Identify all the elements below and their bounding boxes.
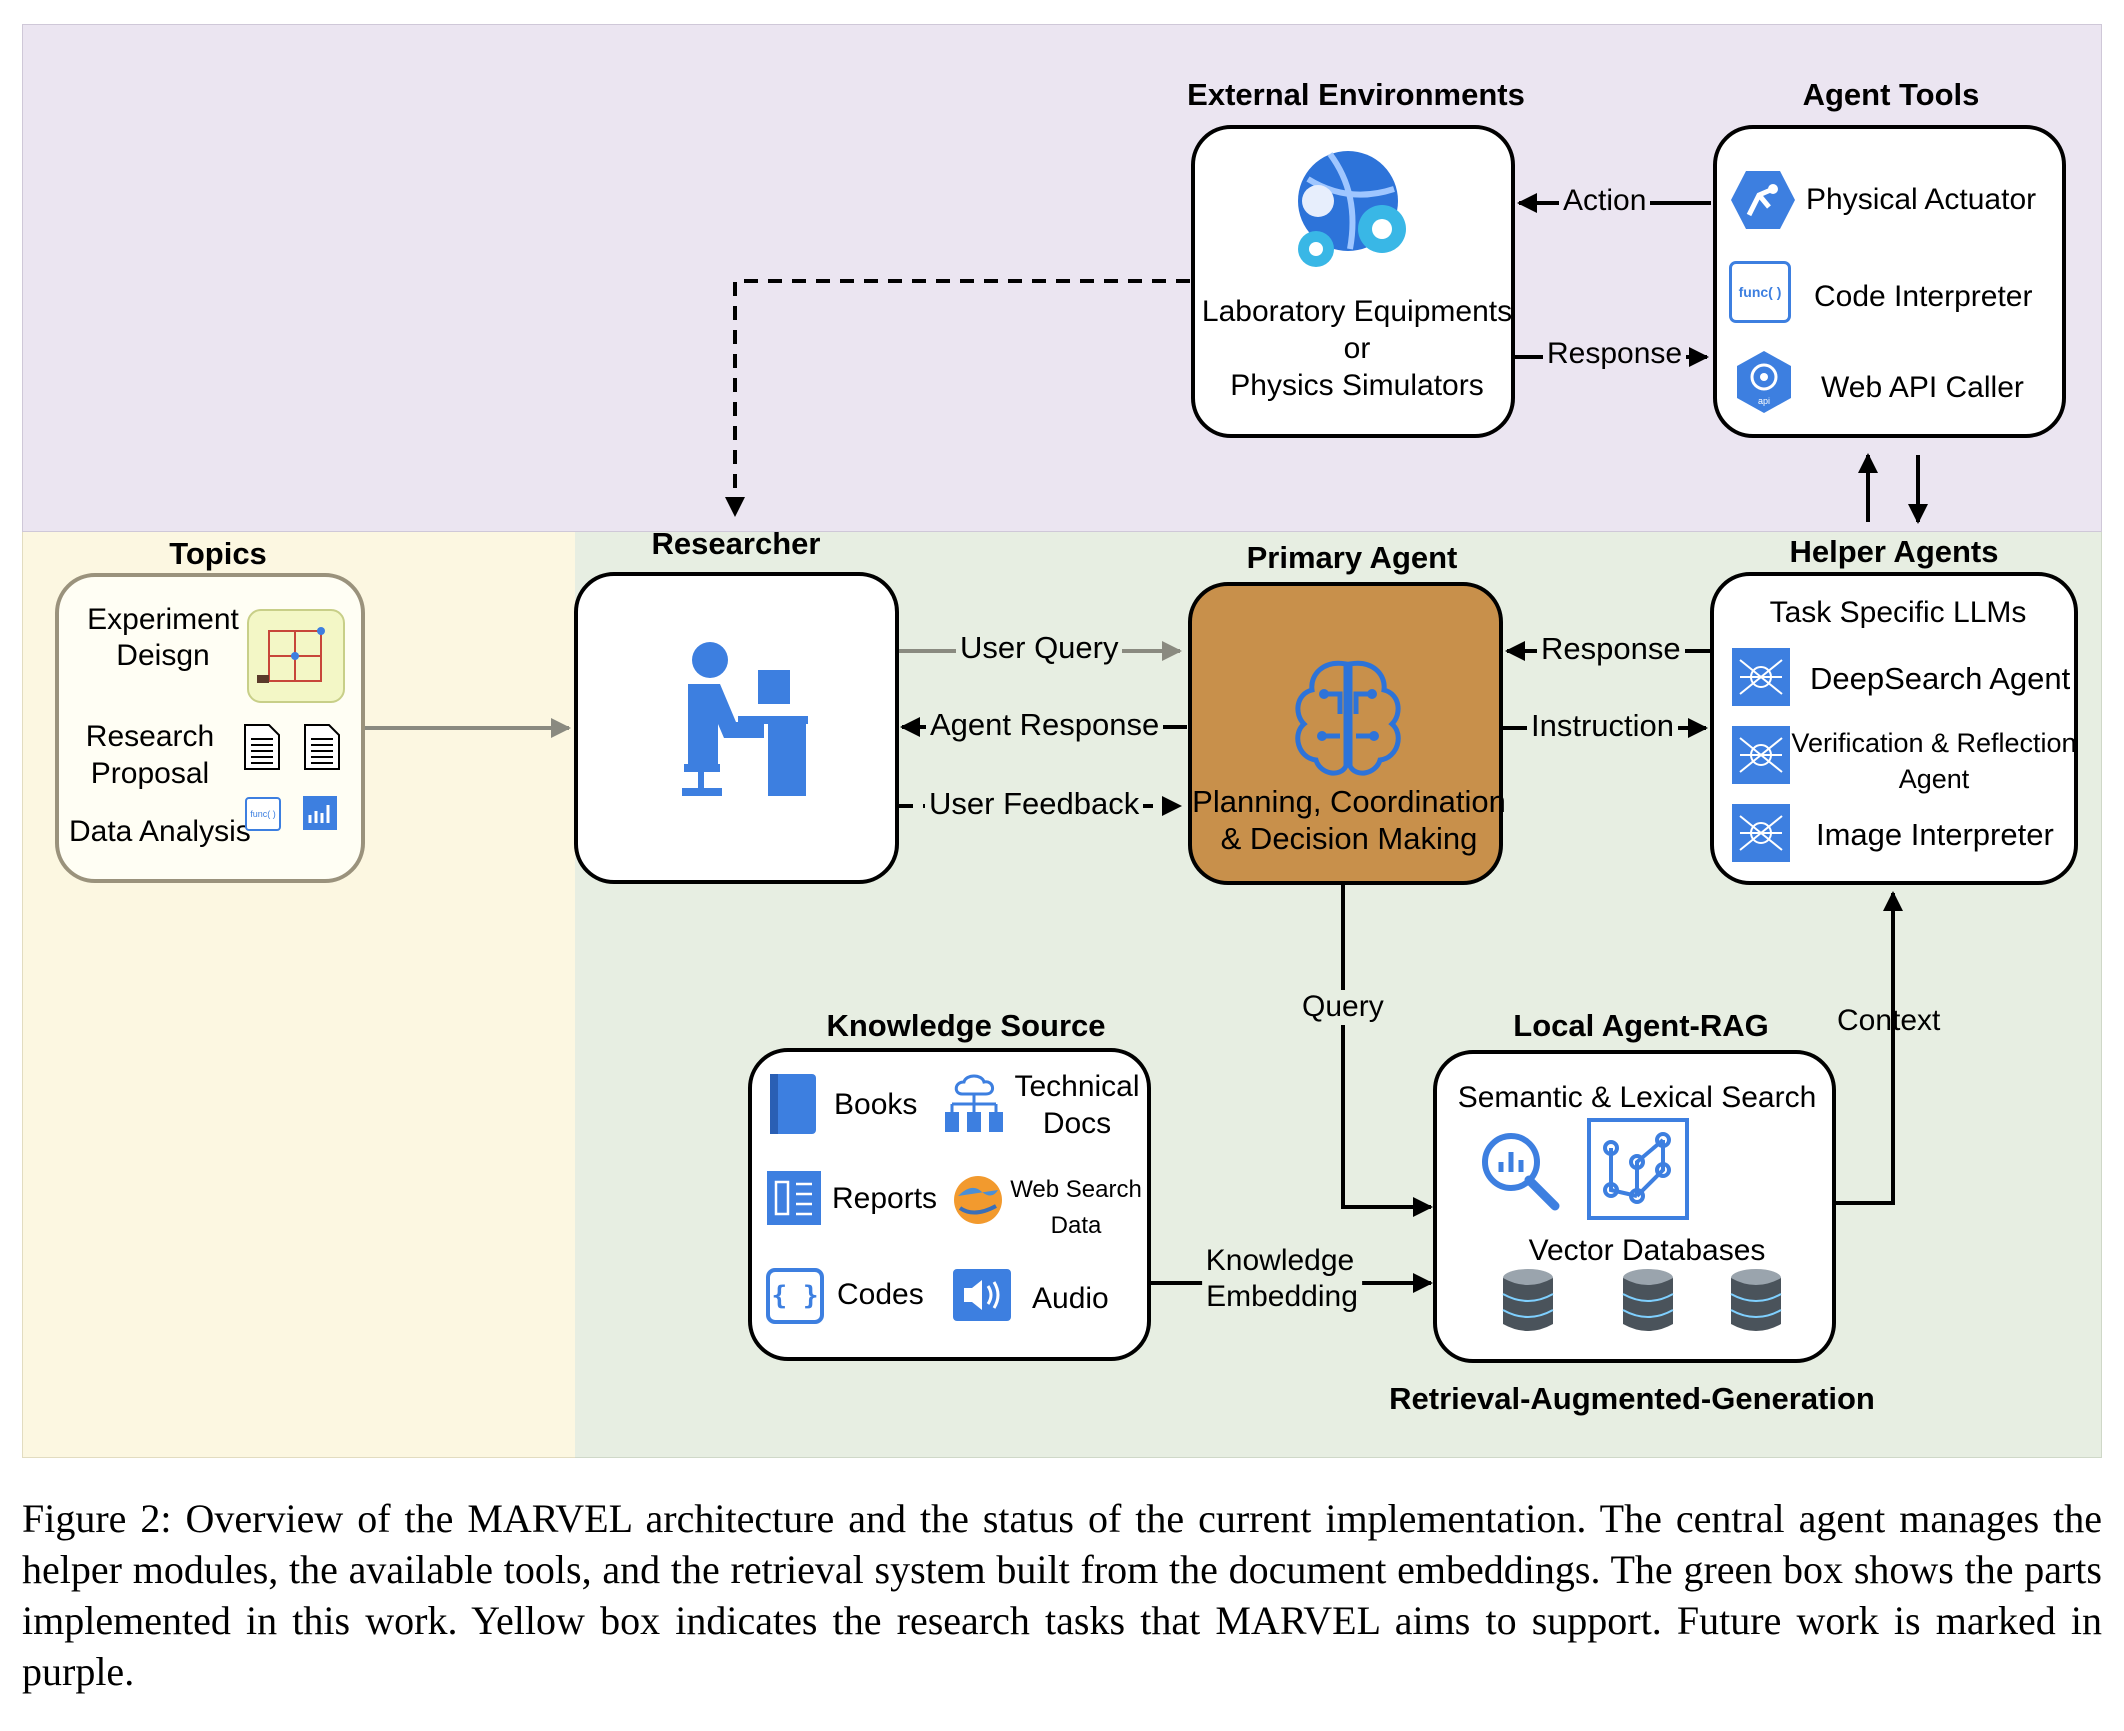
database-icon (1502, 1269, 1554, 1331)
helper-image-interpreter: Image Interpreter (1816, 817, 2054, 852)
primary-agent-box: Planning, Coordination & Decision Making (1188, 582, 1506, 885)
helper-agents-title: Helper Agents (1789, 534, 1999, 569)
knowledge-embedding-line1: Knowledge (1201, 1244, 1359, 1279)
globe-gears-icon (1298, 151, 1406, 267)
instruction-label: Instruction (1527, 708, 1679, 744)
ks-codes: Codes (837, 1278, 924, 1311)
cloud-network-icon (945, 1074, 1003, 1132)
researcher-box (574, 572, 899, 884)
tool-code-interpreter: Code Interpreter (1814, 280, 2033, 313)
primary-agent-line1: Planning, Coordination (1192, 784, 1506, 819)
code-braces-icon: { } (766, 1268, 824, 1324)
audio-icon (953, 1269, 1011, 1321)
ks-reports: Reports (832, 1182, 938, 1215)
topics-title: Topics (169, 536, 267, 571)
database-icon (1730, 1269, 1782, 1331)
knowledge-embedding-line2: Embedding (1202, 1280, 1362, 1315)
graph-network-icon (1587, 1118, 1689, 1220)
report-icon (767, 1171, 821, 1225)
figure-caption: Figure 2: Overview of the MARVEL archite… (22, 1496, 2102, 1694)
bar-chart-icon (303, 796, 337, 830)
ks-technical-line1: Technical (1014, 1070, 1140, 1103)
external-env-line2: or (1343, 332, 1371, 365)
api-icon-text: api (1758, 396, 1770, 406)
robot-arm-icon (1731, 171, 1795, 229)
primary-agent-title: Primary Agent (1246, 540, 1458, 575)
brain-circuit-icon (1295, 660, 1401, 776)
book-icon (770, 1074, 816, 1134)
topic-research-line1: Research (85, 720, 215, 753)
document-icon (304, 724, 340, 770)
user-feedback-label: User Feedback (925, 786, 1144, 822)
action-label: Action (1559, 184, 1651, 219)
database-icon (1622, 1269, 1674, 1331)
tool-web-api-caller: Web API Caller (1821, 371, 2024, 404)
agent-tools-title: Agent Tools (1802, 77, 1980, 112)
query-label: Query (1298, 990, 1388, 1025)
user-query-label: User Query (956, 630, 1123, 666)
search-analytics-icon (1482, 1133, 1560, 1211)
topic-research-line2: Proposal (90, 757, 210, 790)
helper-verification-line1: Verification & Reflection (1791, 728, 2077, 758)
topics-box: Experiment Deisgn Research Proposal Data… (55, 573, 365, 883)
external-env-line3: Physics Simulators (1230, 369, 1484, 402)
knowledge-source-box: Books Technical Docs Reports Web Search … (748, 1048, 1151, 1361)
context-label: Context (1837, 1004, 1941, 1037)
external-env-box: Laboratory Equipments or Physics Simulat… (1191, 125, 1515, 438)
agent-response-label: Agent Response (926, 707, 1164, 743)
query-edge (1341, 885, 1433, 1217)
rag-vector-db-label: Vector Databases (1528, 1234, 1766, 1267)
rag-footer-label: Retrieval-Augmented-Generation (1389, 1381, 1875, 1416)
topic-experiment-line2: Deisgn (116, 639, 210, 672)
rag-search-label: Semantic & Lexical Search (1457, 1081, 1817, 1114)
ks-web-line2: Data (1050, 1212, 1102, 1239)
primary-agent-line2: & Decision Making (1220, 821, 1478, 856)
helper-agents-subtitle: Task Specific LLMs (1769, 596, 2027, 629)
ai-network-icon (1732, 804, 1790, 862)
knowledge-source-title: Knowledge Source (826, 1008, 1106, 1043)
topic-experiment-line1: Experiment (87, 603, 239, 636)
func-doc-icon: func( ) (1729, 261, 1791, 323)
ks-technical-line2: Docs (1042, 1107, 1112, 1140)
helper-verification-line2: Agent (1898, 764, 1970, 794)
context-edge (1836, 891, 1903, 1205)
external-env-title: External Environments (1187, 77, 1525, 112)
topic-data-analysis: Data Analysis (69, 815, 251, 848)
helper-response-label: Response (1537, 631, 1685, 667)
person-at-desk-icon (682, 642, 808, 796)
local-rag-box: Semantic & Lexical Search Vector Databas… (1433, 1050, 1836, 1363)
func-doc-icon: func( ) (245, 797, 281, 831)
env-to-researcher-edge (725, 279, 1190, 517)
circuit-diagram-icon (247, 609, 345, 703)
web-globe-icon (954, 1176, 1002, 1224)
ai-network-icon (1732, 726, 1790, 784)
external-env-line1: Laboratory Equipments (1201, 295, 1513, 328)
ks-web-line1: Web Search (1010, 1176, 1142, 1203)
researcher-title: Researcher (651, 526, 821, 561)
local-rag-title: Local Agent-RAG (1513, 1008, 1769, 1043)
helper-agents-box: Task Specific LLMs DeepSearch Agent Veri… (1710, 572, 2078, 885)
response-top-label: Response (1543, 337, 1687, 372)
agent-tools-box: Physical Actuator func( ) Code Interpret… (1713, 125, 2066, 438)
document-icon (244, 724, 280, 770)
ai-network-icon (1732, 648, 1790, 706)
tool-physical-actuator: Physical Actuator (1806, 183, 2037, 216)
ks-audio: Audio (1032, 1282, 1109, 1315)
ks-books: Books (834, 1088, 918, 1121)
helper-deepsearch: DeepSearch Agent (1810, 661, 2071, 696)
api-icon: api (1737, 351, 1791, 413)
